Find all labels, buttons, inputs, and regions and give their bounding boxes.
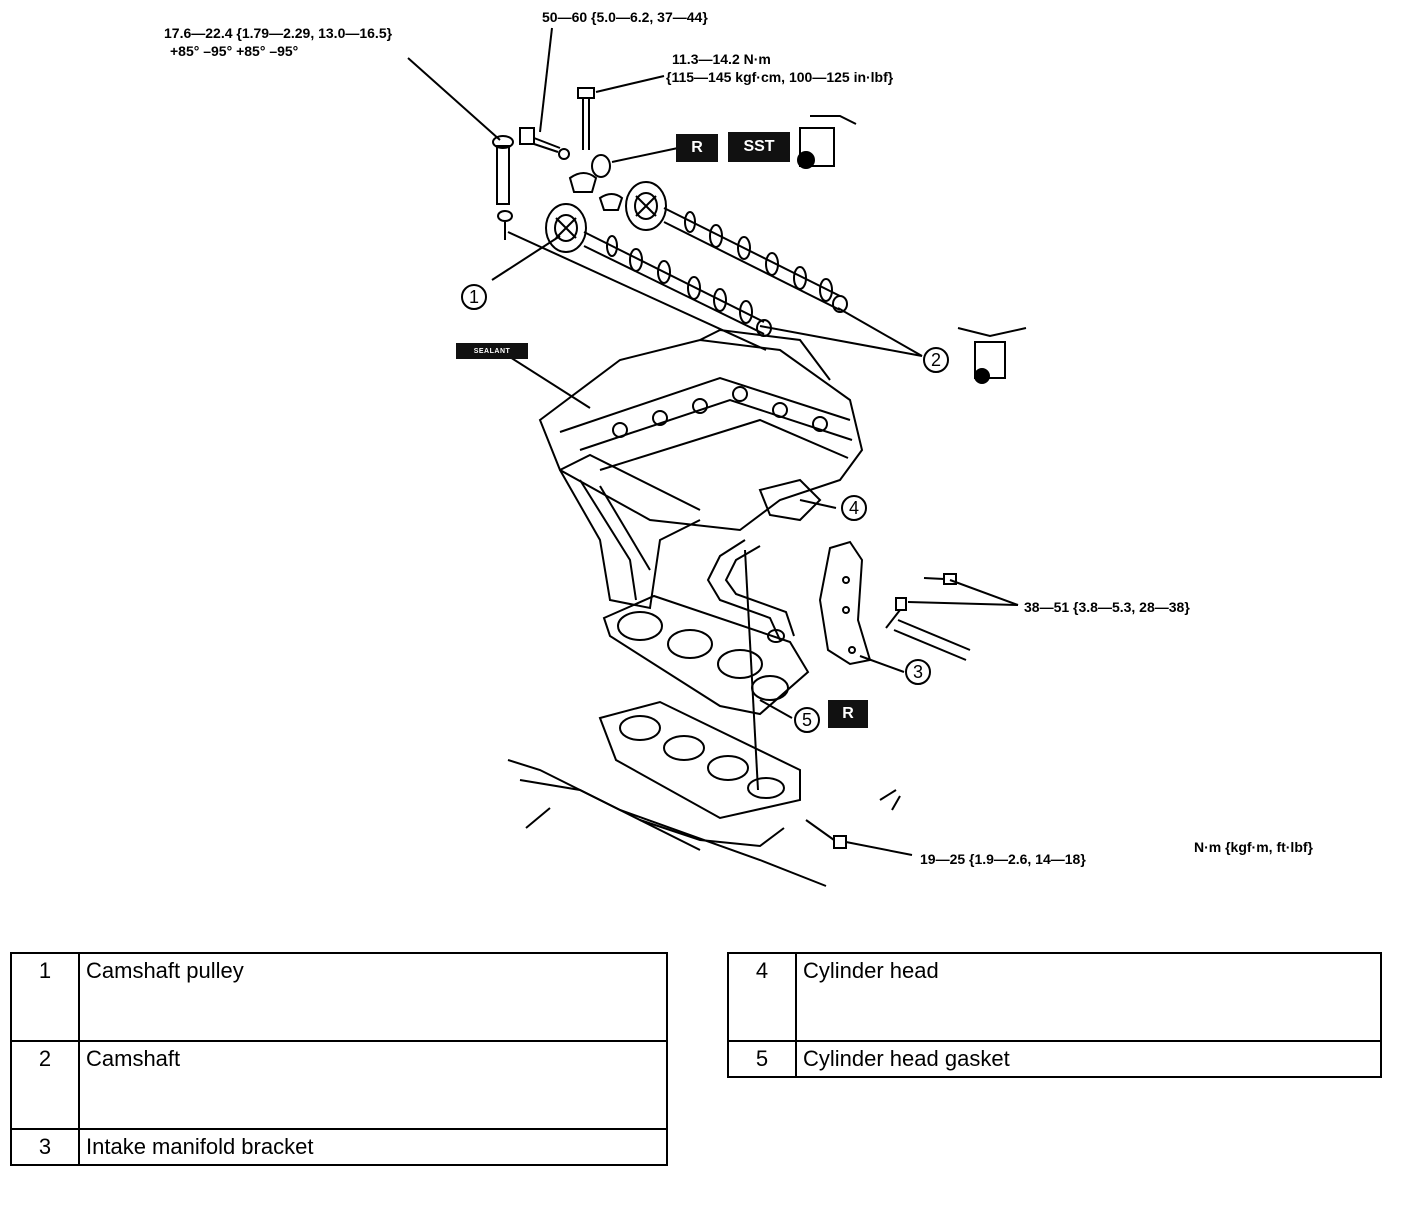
table-row: 1 Camshaft pulley bbox=[10, 952, 668, 1042]
lock-bolt-icon bbox=[519, 127, 570, 160]
part-number: 4 bbox=[727, 952, 797, 1042]
leader-line-callout-4 bbox=[799, 499, 837, 509]
torque-spec-bracket-bolt: 38—51 {3.8—5.3, 28—38} bbox=[1024, 599, 1190, 615]
intake-manifold-icon bbox=[559, 453, 701, 610]
table-row: 3 Intake manifold bracket bbox=[10, 1128, 668, 1166]
leader-line-bracket-bolt-b bbox=[907, 601, 1019, 606]
camshaft-icon bbox=[663, 207, 848, 313]
sst-badge: SST bbox=[728, 132, 790, 162]
replace-badge: R bbox=[828, 700, 868, 728]
leader-line-camshaft-c bbox=[837, 307, 923, 357]
part-name: Intake manifold bracket bbox=[78, 1128, 668, 1166]
camshaft-pulley-icon bbox=[545, 203, 587, 253]
camshaft-pulley-icon bbox=[625, 181, 667, 231]
part-number: 3 bbox=[10, 1128, 80, 1166]
part-name: Camshaft bbox=[78, 1040, 668, 1130]
callout-3: 3 bbox=[905, 659, 931, 685]
intake-manifold-bracket-icon bbox=[818, 540, 971, 666]
exploded-diagram bbox=[407, 27, 1027, 887]
camshaft-icon bbox=[583, 231, 772, 337]
sealant-tube-label: SEALANT bbox=[456, 343, 528, 359]
leader-line-callout-1 bbox=[491, 235, 561, 281]
sst-tool-icon bbox=[797, 115, 857, 169]
table-row: 4 Cylinder head bbox=[727, 952, 1382, 1042]
torque-units-legend: N·m {kgf·m, ft·lbf} bbox=[1194, 839, 1313, 855]
leader-line-lock-bolt bbox=[539, 27, 553, 133]
oil-seal-icon bbox=[591, 154, 611, 178]
replace-badge: R bbox=[676, 134, 718, 162]
torque-spec-lock-bolt: 50—60 {5.0—6.2, 37—44} bbox=[542, 9, 708, 25]
torque-spec-pulley-bolt-angle: +85° –95° +85° –95° bbox=[170, 43, 299, 59]
leader-line-cap-bolt bbox=[595, 75, 665, 93]
leader-line-sealant bbox=[501, 351, 591, 409]
leader-line-bracket-bolt-a bbox=[949, 579, 1019, 606]
cap-bolt-icon bbox=[577, 87, 595, 150]
part-name: Camshaft pulley bbox=[78, 952, 668, 1042]
torque-spec-cap-bolt-alt-units: {115—145 kgf·cm, 100—125 in·lbf} bbox=[666, 69, 894, 85]
bracket-bolt-icon bbox=[885, 573, 957, 629]
table-row: 5 Cylinder head gasket bbox=[727, 1040, 1382, 1078]
torque-spec-cap-bolt: 11.3—14.2 N·m bbox=[672, 51, 771, 67]
parts-table-right: 4 Cylinder head 5 Cylinder head gasket bbox=[727, 952, 1382, 1078]
cylinder-head-icon bbox=[538, 328, 864, 532]
torque-spec-lower-bolt: 19—25 {1.9—2.6, 14—18} bbox=[920, 851, 1086, 867]
callout-4: 4 bbox=[841, 495, 867, 521]
torque-spec-pulley-bolt: 17.6—22.4 {1.79—2.29, 13.0—16.5} bbox=[164, 25, 393, 41]
water-pipe-icon bbox=[706, 539, 795, 643]
leader-line-lower-bolt bbox=[845, 841, 913, 856]
callout-5: 5 bbox=[794, 707, 820, 733]
leader-line-seal-r bbox=[611, 147, 679, 163]
part-number: 1 bbox=[10, 952, 80, 1042]
leader-line-pulley-bolt bbox=[407, 57, 501, 141]
camshaft-cap-icon bbox=[598, 193, 624, 211]
part-name: Cylinder head gasket bbox=[795, 1040, 1382, 1078]
leader-line-callout-5 bbox=[759, 699, 793, 719]
table-row: 2 Camshaft bbox=[10, 1040, 668, 1130]
callout-1: 1 bbox=[461, 284, 487, 310]
leader-line-camshaft-b bbox=[759, 325, 923, 357]
leader-line-dowel bbox=[744, 549, 759, 791]
leader-line-callout-3 bbox=[859, 655, 905, 673]
cylinder-block-icon bbox=[507, 700, 901, 887]
sst-tool-icon bbox=[957, 327, 1027, 384]
part-number: 5 bbox=[727, 1040, 797, 1078]
callout-2: 2 bbox=[923, 347, 949, 373]
lower-bolt-icon bbox=[805, 819, 847, 849]
camshaft-cap-icon bbox=[568, 172, 598, 193]
part-name: Cylinder head bbox=[795, 952, 1382, 1042]
pulley-bolt-icon bbox=[492, 135, 514, 240]
cylinder-head-gasket-icon bbox=[602, 594, 810, 716]
part-number: 2 bbox=[10, 1040, 80, 1130]
parts-table-left: 1 Camshaft pulley 2 Camshaft 3 Intake ma… bbox=[10, 952, 668, 1166]
